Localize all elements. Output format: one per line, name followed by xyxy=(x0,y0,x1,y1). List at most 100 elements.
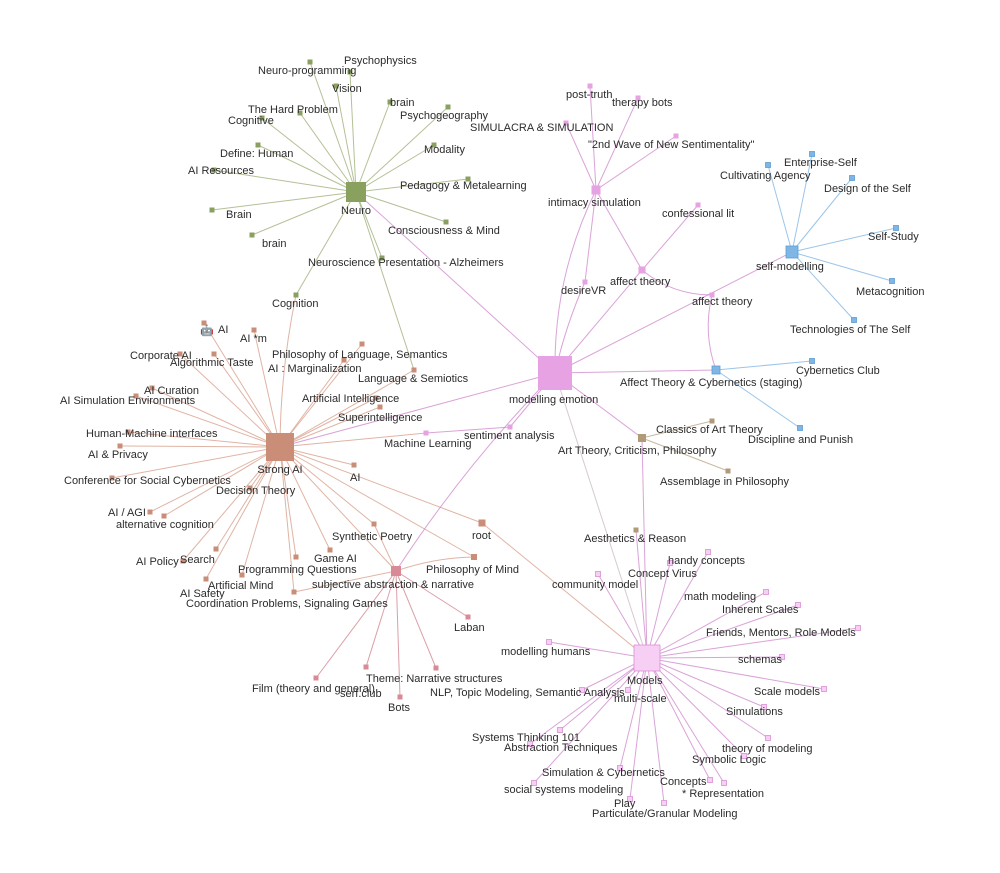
node-psychophysics[interactable] xyxy=(347,69,353,75)
node-social-systems[interactable] xyxy=(531,780,537,786)
node-therapy-bots[interactable] xyxy=(635,95,641,101)
node-ai-sim-env[interactable] xyxy=(133,393,139,399)
node-design-self[interactable] xyxy=(849,175,855,181)
node-algorithmic-taste[interactable] xyxy=(211,351,217,357)
node-ai-privacy[interactable] xyxy=(117,443,123,449)
node-concept-virus[interactable] xyxy=(667,560,673,566)
node-decision-theory[interactable] xyxy=(247,485,253,491)
node-search[interactable] xyxy=(213,546,219,552)
node-confessional[interactable] xyxy=(695,202,701,208)
node-consciousness[interactable] xyxy=(443,219,449,225)
node-cognitive[interactable] xyxy=(259,115,265,121)
node-modelling-emotion[interactable] xyxy=(538,356,572,390)
node-aesthetics[interactable] xyxy=(633,527,639,533)
node-brain-cap[interactable] xyxy=(209,207,215,213)
node-neuro-alz[interactable] xyxy=(379,255,385,261)
node-laban[interactable] xyxy=(465,614,471,620)
node-ai-safety[interactable] xyxy=(239,572,245,578)
node-symbolic-logic[interactable] xyxy=(741,753,747,759)
node-inherent-scales[interactable] xyxy=(795,602,801,608)
node-art-theory[interactable] xyxy=(638,434,646,442)
node-alt-cognition[interactable] xyxy=(161,513,167,519)
node-neuro[interactable] xyxy=(346,182,366,202)
node-math-modeling[interactable] xyxy=(763,589,769,595)
node-self-study[interactable] xyxy=(893,225,899,231)
node-assemblage[interactable] xyxy=(725,468,731,474)
node-human-machine[interactable] xyxy=(125,429,131,435)
node-serf-club[interactable] xyxy=(363,664,369,670)
node-define-human[interactable] xyxy=(255,142,261,148)
node-modality[interactable] xyxy=(431,142,437,148)
node-intimacy[interactable] xyxy=(591,185,601,195)
node-sim-cybernetics[interactable] xyxy=(617,765,623,771)
node-affect-theory-2[interactable] xyxy=(709,292,715,298)
node-abstraction-tech[interactable] xyxy=(527,741,533,747)
node-corporate-ai[interactable] xyxy=(177,351,183,357)
node-bots[interactable] xyxy=(397,694,403,700)
node-artificial-mind[interactable] xyxy=(203,576,209,582)
node-psychogeography[interactable] xyxy=(445,104,451,110)
node-root[interactable] xyxy=(478,519,486,527)
node-cultivating-agency[interactable] xyxy=(765,162,771,168)
node-film[interactable] xyxy=(313,675,319,681)
node-nlp-topic[interactable] xyxy=(579,687,585,693)
node-concepts[interactable] xyxy=(707,777,713,783)
node-simulacra[interactable] xyxy=(563,120,569,126)
node-ai-agi[interactable] xyxy=(147,509,153,515)
node-superintelligence[interactable] xyxy=(377,404,383,410)
node-affect-theory-1[interactable] xyxy=(638,266,646,274)
node-technologies-self[interactable] xyxy=(851,317,857,323)
node-programming-q[interactable] xyxy=(293,554,299,560)
node-machine-learning[interactable] xyxy=(423,430,429,436)
node-post-truth[interactable] xyxy=(587,83,593,89)
node-friends-mentors[interactable] xyxy=(855,625,861,631)
node-scale-models[interactable] xyxy=(821,686,827,692)
node-models[interactable] xyxy=(633,644,661,672)
node-vision[interactable] xyxy=(333,83,339,89)
node-systems-thinking[interactable] xyxy=(557,727,563,733)
node-game-ai[interactable] xyxy=(327,547,333,553)
node-ai-robot[interactable] xyxy=(201,320,207,326)
node-multi-scale[interactable] xyxy=(625,687,631,693)
node-language-semiotics[interactable] xyxy=(411,367,417,373)
node-ai-plain[interactable] xyxy=(351,462,357,468)
node-discipline-punish[interactable] xyxy=(797,425,803,431)
node-play[interactable] xyxy=(627,796,633,802)
node-cybernetics-club[interactable] xyxy=(809,358,815,364)
node-ai-policy[interactable] xyxy=(180,558,186,564)
node-subjective[interactable] xyxy=(391,566,401,576)
node-enterprise-self[interactable] xyxy=(809,151,815,157)
node-artificial-intelligence[interactable] xyxy=(373,395,379,401)
node-sentiment[interactable] xyxy=(507,424,513,430)
node-brain-2[interactable] xyxy=(249,232,255,238)
node-phil-mind[interactable] xyxy=(471,554,477,560)
node-ai-m[interactable] xyxy=(251,327,257,333)
node-second-wave[interactable] xyxy=(673,133,679,139)
node-strong-ai[interactable] xyxy=(266,433,294,461)
node-theory-modeling[interactable] xyxy=(765,735,771,741)
node-affect-cybernetics[interactable] xyxy=(711,365,721,375)
node-phil-language[interactable] xyxy=(359,341,365,347)
node-pedagogy[interactable] xyxy=(465,176,471,182)
node-cognition[interactable] xyxy=(293,292,299,298)
node-classics-art[interactable] xyxy=(709,418,715,424)
node-schemas[interactable] xyxy=(779,654,785,660)
node-simulations[interactable] xyxy=(761,704,767,710)
node-coordination[interactable] xyxy=(291,589,297,595)
node-ai-marginalization[interactable] xyxy=(341,357,347,363)
node-metacognition[interactable] xyxy=(889,278,895,284)
node-desirevr[interactable] xyxy=(582,279,588,285)
node-ai-resources[interactable] xyxy=(211,167,217,173)
node-self-modelling[interactable] xyxy=(785,245,799,259)
node-brain-1[interactable] xyxy=(387,99,393,105)
node-representation[interactable] xyxy=(721,780,727,786)
node-particulate[interactable] xyxy=(661,800,667,806)
node-synthetic-poetry[interactable] xyxy=(371,521,377,527)
node-hard-problem[interactable] xyxy=(297,110,303,116)
node-ai-curation[interactable] xyxy=(149,385,155,391)
node-handy-concepts[interactable] xyxy=(705,549,711,555)
node-narrative[interactable] xyxy=(433,665,439,671)
node-modelling-humans[interactable] xyxy=(546,639,552,645)
node-conf-social-cyb[interactable] xyxy=(109,475,115,481)
node-community-model[interactable] xyxy=(595,571,601,577)
